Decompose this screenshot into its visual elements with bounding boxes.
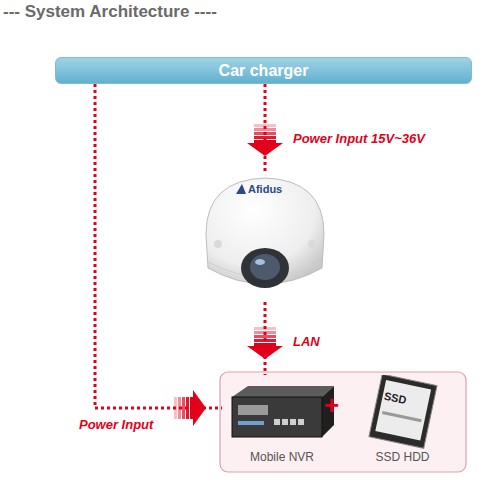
arrow-stripe xyxy=(174,397,177,419)
arrow-stripe xyxy=(254,128,276,131)
arrow-stripe xyxy=(254,124,276,127)
lens-ring xyxy=(241,248,289,288)
edge-label: Power Input 15V~36V xyxy=(293,131,425,146)
ssd-stripe xyxy=(382,411,422,422)
ir-led xyxy=(214,240,222,248)
camera-dome: Afidus xyxy=(198,172,332,302)
nvr-port xyxy=(282,419,288,425)
arrow-tip xyxy=(247,143,283,156)
power-bar: Car charger xyxy=(55,57,472,84)
arrow-head xyxy=(247,327,283,359)
dotted-connector xyxy=(264,302,267,375)
node-text: Afidus xyxy=(248,183,282,195)
nvr-top xyxy=(232,386,334,397)
ir-led xyxy=(308,240,316,248)
arrow-stripe xyxy=(178,397,181,419)
plus-sign: + xyxy=(324,390,339,421)
arrow-stripe xyxy=(254,327,276,330)
nvr-panel xyxy=(238,405,268,415)
arrow-stripe xyxy=(254,132,276,135)
nvr-port xyxy=(298,419,304,425)
dome-body xyxy=(206,178,324,284)
arrow-stripe xyxy=(182,397,185,419)
ssd-drive: SSD HDD xyxy=(355,375,450,467)
lens-highlight xyxy=(255,259,265,265)
ssd-body xyxy=(369,375,437,448)
nvr-port xyxy=(290,419,296,425)
arrow-stripe xyxy=(254,136,276,139)
device-group-frame xyxy=(220,372,466,472)
nvr-led xyxy=(238,421,264,425)
node-text: Car charger xyxy=(219,62,309,80)
arrow-stripe xyxy=(254,339,276,342)
arrow-head xyxy=(247,124,283,156)
edge-label: Power Input xyxy=(79,417,153,432)
ssd-sticker xyxy=(375,380,431,440)
arrow-head xyxy=(174,390,206,426)
arrow-stripe xyxy=(254,331,276,334)
arrow-tip xyxy=(247,346,283,359)
ssd-case xyxy=(369,375,437,448)
arrow-stripe xyxy=(254,335,276,338)
arrow-stripe xyxy=(186,397,189,419)
lens-glass xyxy=(250,254,280,280)
nvr-front xyxy=(232,397,322,437)
diagram-title: --- System Architecture ---- xyxy=(3,2,217,22)
logo-mark xyxy=(236,184,246,194)
arrow-tip xyxy=(193,390,206,426)
nvr-device: Mobile NVR xyxy=(222,375,342,467)
nvr-port xyxy=(274,419,280,425)
dotted-connector xyxy=(95,84,222,408)
node-text: Mobile NVR xyxy=(222,450,342,464)
edge-label: LAN xyxy=(293,334,320,349)
node-text: SSD HDD xyxy=(355,450,450,464)
